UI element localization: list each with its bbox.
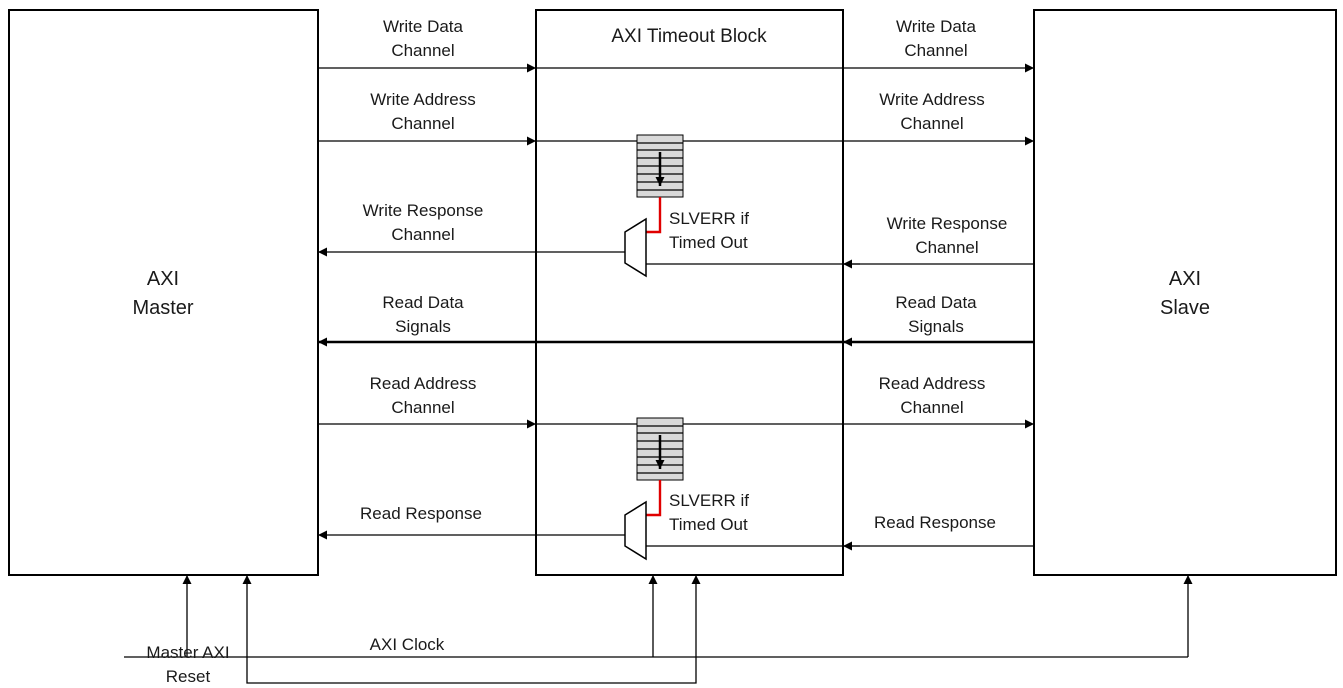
master-reset-net: [242, 575, 701, 684]
write-error-label-line1: SLVERR if: [669, 209, 749, 228]
right-write-response-line1: Write Response: [887, 214, 1008, 233]
write-fifo-icon: [636, 134, 684, 198]
left-read-address-line1: Read Address: [370, 374, 477, 393]
left-read-address-line2: Channel: [391, 398, 454, 417]
left-read-data-line2: Signals: [395, 317, 451, 336]
left-write-data-line2: Channel: [391, 41, 454, 60]
right-write-data-line2: Channel: [904, 41, 967, 60]
axi-clock-net: [124, 575, 1193, 658]
axi-master-block: [8, 9, 319, 576]
slave-label-line1: AXI: [1169, 268, 1201, 290]
left-write-response-line1: Write Response: [363, 201, 484, 220]
axi-timeout-block: [535, 9, 844, 576]
axi-clock-label: AXI Clock: [370, 635, 445, 654]
reset-label-line1: Master AXI: [146, 643, 229, 662]
reset-label-line2: Reset: [166, 667, 211, 686]
master-label-line1: AXI: [147, 268, 179, 290]
right-write-response-line2: Channel: [915, 238, 978, 257]
timeout-block-title: AXI Timeout Block: [611, 26, 767, 47]
read-fifo-icon: [636, 417, 684, 481]
read-error-line: [646, 480, 662, 517]
read-mux-icon: [624, 500, 647, 561]
axi-slave-block: [1033, 9, 1337, 576]
left-write-response-line2: Channel: [391, 225, 454, 244]
read-error-label-line1: SLVERR if: [669, 491, 749, 510]
read-error-label-line2: Timed Out: [669, 515, 748, 534]
left-write-address-line1: Write Address: [370, 90, 476, 109]
right-read-response-label: Read Response: [874, 513, 996, 532]
right-read-data-line2: Signals: [908, 317, 964, 336]
right-write-address-line2: Channel: [900, 114, 963, 133]
right-read-data-line1: Read Data: [895, 293, 977, 312]
right-write-address-line1: Write Address: [879, 90, 985, 109]
right-write-data-line1: Write Data: [896, 17, 977, 36]
left-read-response-label: Read Response: [360, 504, 482, 523]
left-write-data-line1: Write Data: [383, 17, 464, 36]
left-write-address-line2: Channel: [391, 114, 454, 133]
slave-label-line2: Slave: [1160, 297, 1210, 319]
write-mux-icon: [624, 217, 647, 278]
right-read-address-line2: Channel: [900, 398, 963, 417]
left-read-data-line1: Read Data: [382, 293, 464, 312]
master-label-line2: Master: [132, 297, 193, 319]
write-error-line: [646, 197, 662, 234]
write-error-label-line2: Timed Out: [669, 233, 748, 252]
right-read-address-line1: Read Address: [879, 374, 986, 393]
